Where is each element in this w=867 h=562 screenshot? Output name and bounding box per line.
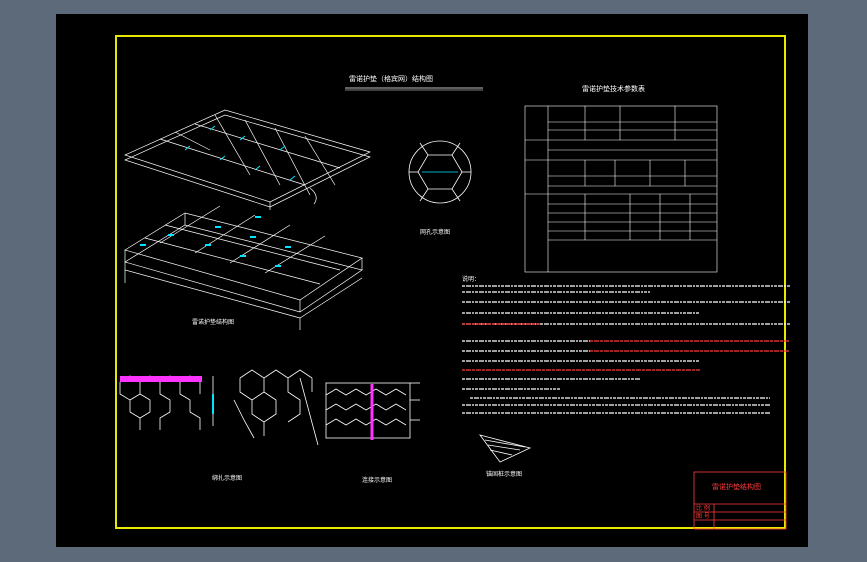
mattress-lid-isometric [124,109,371,210]
title-block [693,471,787,530]
drawing-title: 雷诺护垫（格宾网）结构图 [349,75,433,83]
anchor-sketch [479,434,532,463]
drawing-border-frame [115,35,786,529]
detail-b-label: 连接示意图 [362,477,393,484]
title-block-name: 雷诺护垫结构图 [712,483,761,491]
detail-a-label: 绑扎示意图 [212,475,243,482]
notes-lines [462,285,790,414]
detail-mesh-3d [233,369,319,446]
binding-wire-highlight [120,376,202,382]
lid-dims [184,125,296,181]
hex-label: 网孔示意图 [420,229,451,236]
mattress-box-isometric [124,205,363,330]
struct-label: 雷诺护垫结构图 [192,319,235,326]
title-block-scale: 比 例 [696,505,710,512]
detail-binding [119,375,214,430]
table-title: 雷诺护垫技术参数表 [582,85,645,93]
title-block-number: 图 号 [696,513,710,520]
box-dim-marks [140,216,291,267]
parameter-table [524,105,718,273]
notes-red-lines [462,323,790,371]
notes-heading: 说明： [462,276,481,283]
hex-mesh-circle [408,140,472,204]
anchor-label: 锚固桩示意图 [486,471,523,478]
drawing-sheet [56,14,808,547]
detail-connection [325,382,420,439]
